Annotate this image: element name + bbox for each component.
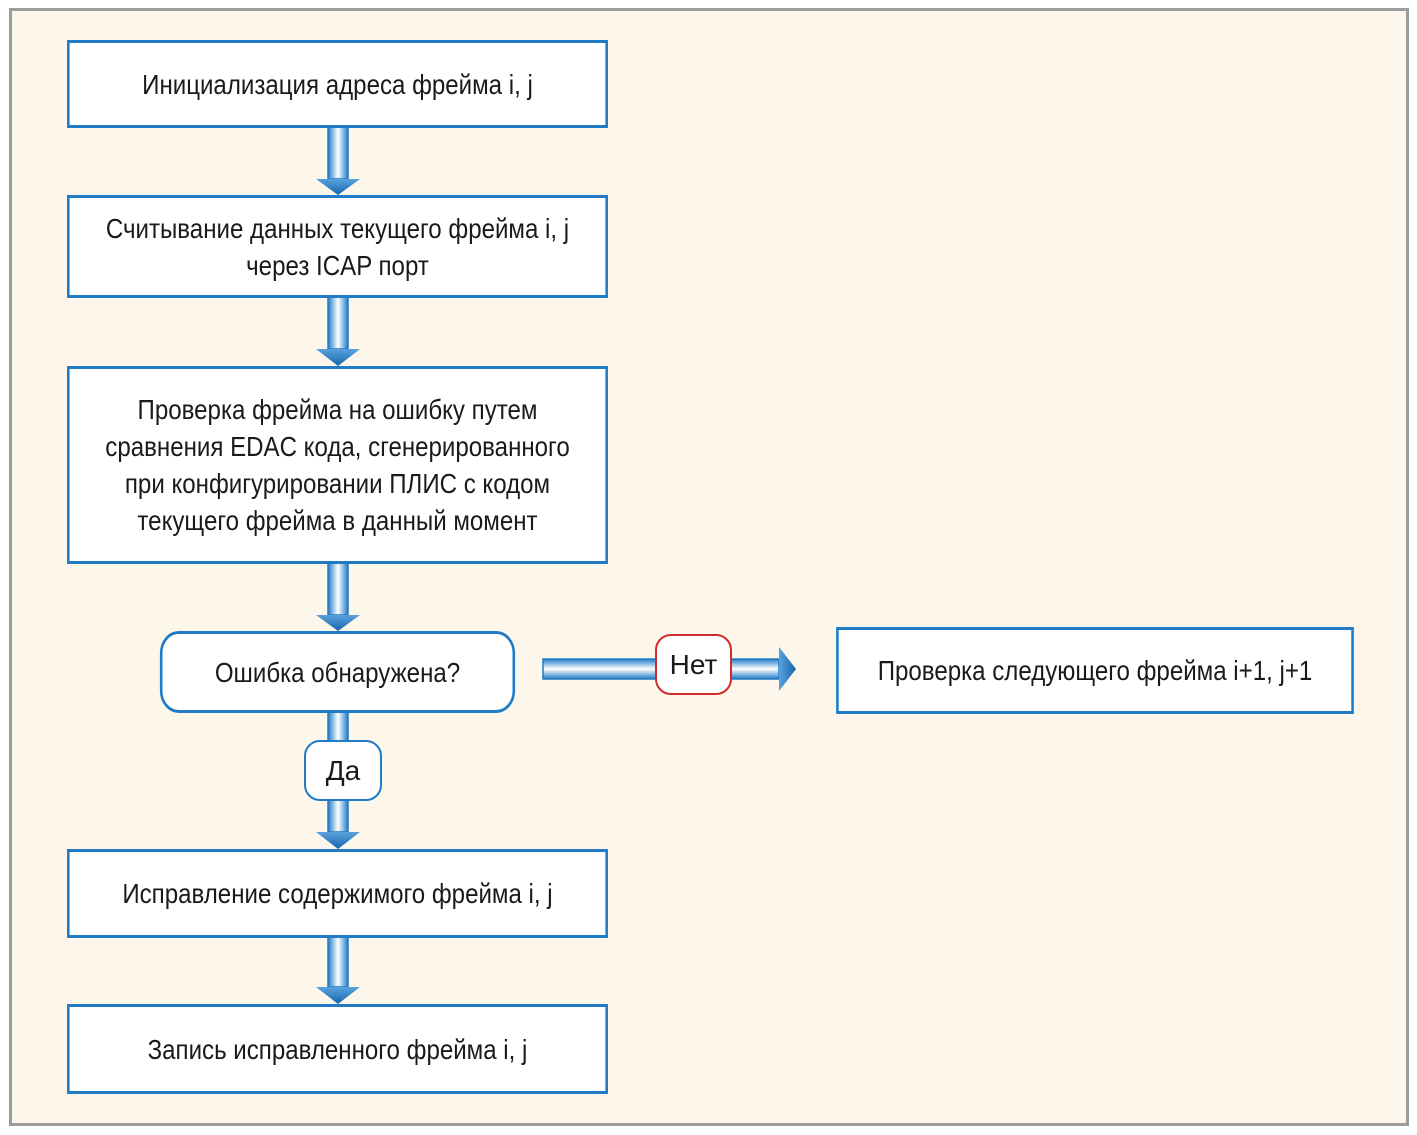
step-check-text: Проверка фрейма на ошибку путем сравнени… <box>105 394 570 536</box>
no-label-text: Нет <box>669 648 718 680</box>
step-read-text: Считывание данных текущего фрейма i, j ч… <box>105 212 570 281</box>
arrow-fix-to-write <box>316 936 360 1004</box>
arrow-check-to-decision <box>316 562 360 631</box>
step-init-box: Инициализация адреса фрейма i, j <box>67 40 608 128</box>
step-write-box: Запись исправленного фрейма i, j <box>67 1004 608 1094</box>
yes-label: Да <box>304 740 382 801</box>
yes-label-text: Да <box>325 754 361 786</box>
step-write-text: Запись исправленного фрейма i, j <box>147 1033 528 1065</box>
step-read-box: Считывание данных текущего фрейма i, j ч… <box>67 195 608 298</box>
decision-text: Ошибка обнаружена? <box>214 656 461 688</box>
step-fix-text: Исправление содержимого фрейма i, j <box>122 878 553 909</box>
step-next-text: Проверка следующего фрейма i+1, j+1 <box>877 655 1313 686</box>
step-next-box: Проверка следующего фрейма i+1, j+1 <box>836 627 1354 714</box>
diagram-frame <box>9 8 1409 1126</box>
step-check-box: Проверка фрейма на ошибку путем сравнени… <box>67 366 608 564</box>
arrow-read-to-check <box>316 296 360 366</box>
step-fix-box: Исправление содержимого фрейма i, j <box>67 849 608 938</box>
no-label: Нет <box>655 634 732 695</box>
step-init-text: Инициализация адреса фрейма i, j <box>142 68 533 100</box>
decision-box: Ошибка обнаружена? <box>159 631 516 713</box>
arrow-init-to-read <box>316 126 360 195</box>
